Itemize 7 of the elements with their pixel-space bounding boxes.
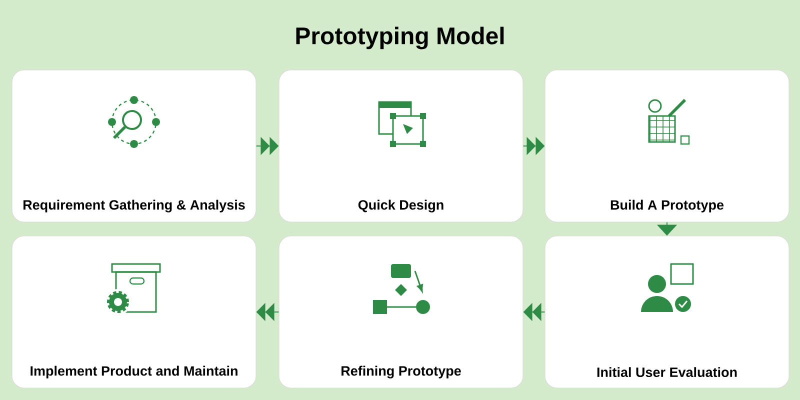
step-box: Refining Prototype bbox=[278, 236, 524, 388]
title: Prototyping Model bbox=[296, 26, 504, 50]
step-box: Build A Prototype bbox=[544, 70, 790, 222]
step-box: Initial User Evaluation bbox=[544, 236, 790, 388]
step-box: Quick Design bbox=[278, 70, 524, 222]
step-box: Implement Product and Maintain bbox=[12, 236, 256, 388]
step-box: Requirement Gathering & Analysis bbox=[12, 70, 256, 222]
